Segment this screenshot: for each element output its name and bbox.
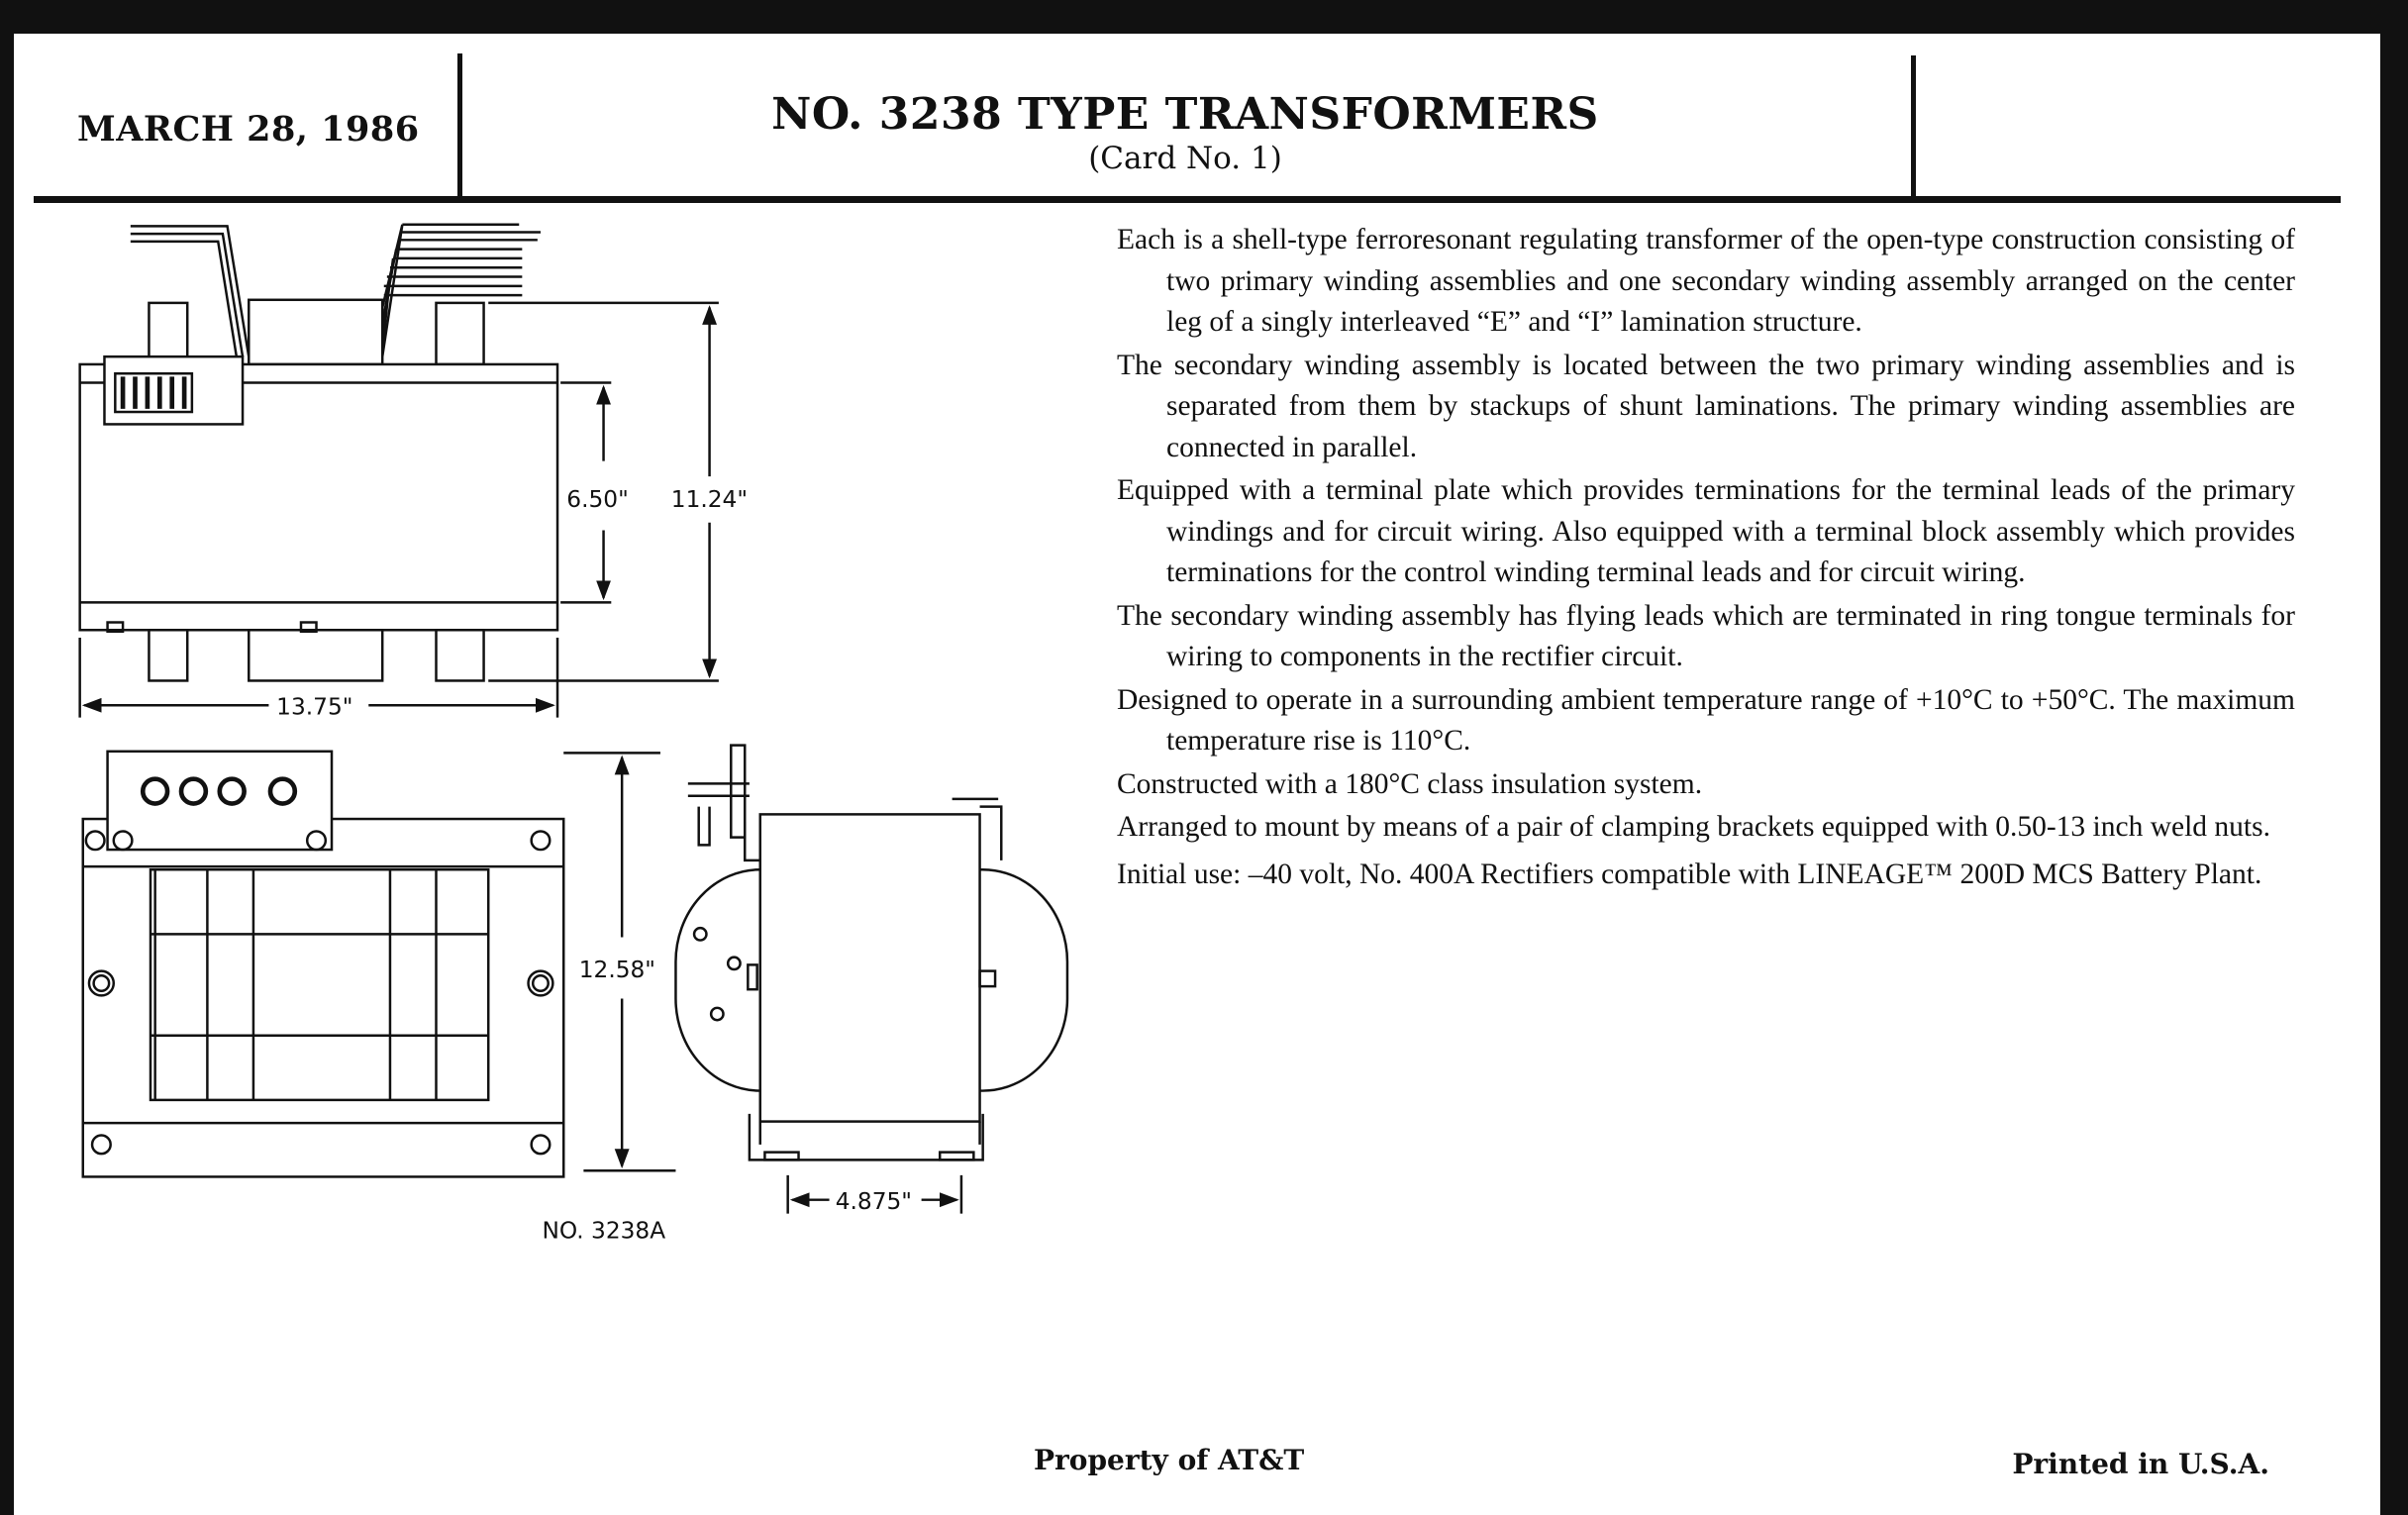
header-rule [34,196,2341,203]
dimension-end-height: 12.58" [579,957,655,983]
paragraph: Designed to operate in a surrounding amb… [1117,683,2295,758]
footer-printed: Printed in U.S.A. [2012,1448,2269,1480]
front-view: 6.50" 11.24" 13.75" [78,223,748,721]
card-number: (Card No. 1) [1088,141,1282,176]
footer-property: Property of AT&T [1034,1444,1305,1476]
dimension-body-height: 6.50" [566,486,628,513]
paragraph: Initial use: –40 volt, No. 400A Rectifie… [1117,858,2262,890]
paragraph: Constructed with a 180°C class insulatio… [1117,767,1703,800]
page-title: NO. 3238 TYPE TRANSFORMERS [771,89,1599,140]
description: Each is a shell-type ferroresonant regul… [1117,220,2295,897]
paragraph: The secondary winding assembly is locate… [1117,349,2295,463]
end-view: 4.875" NO. 3238A [543,744,1069,1244]
plan-view: 12.58" [81,750,676,1178]
paragraph: Arranged to mount by means of a pair of … [1117,811,2270,843]
dimension-total-height: 11.24" [671,486,748,513]
spec-card: MARCH 28, 1986 NO. 3238 TYPE TRANSFORMER… [14,34,2380,1515]
paragraph: The secondary winding assembly has flyin… [1117,599,2295,673]
paragraph: Equipped with a terminal plate which pro… [1117,474,2295,588]
dimension-width: 13.75" [276,694,352,721]
model-label: NO. 3238A [543,1217,666,1244]
paragraph: Each is a shell-type ferroresonant regul… [1117,224,2295,338]
dimension-bracket: 4.875" [836,1188,912,1215]
header-divider-right [1911,55,1916,198]
header-divider-left [457,53,462,198]
card-date: MARCH 28, 1986 [77,109,420,150]
